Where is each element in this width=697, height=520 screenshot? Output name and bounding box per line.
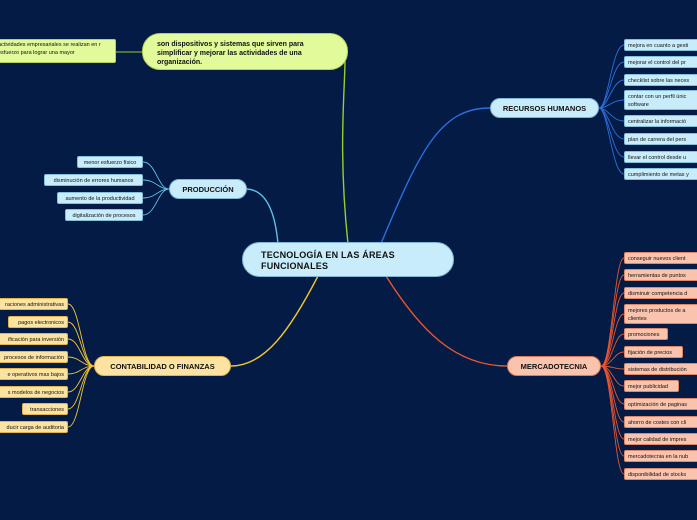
central-topic-label: TECNOLOGÍA EN LAS ÁREAS FUNCIONALES: [261, 250, 395, 271]
link-central-intro: [341, 59, 349, 245]
hr-child-links: [598, 44, 625, 175]
link-central-merc: [385, 275, 508, 367]
hr-item[interactable]: mejorar el control del pr: [624, 56, 697, 68]
cont-item-label: s modelos de negocios: [7, 390, 64, 396]
hr-item-label: mejora en cuanto a gesti: [628, 43, 689, 49]
hr-item[interactable]: plan de carrera del pers: [624, 133, 697, 145]
link-central-prod: [246, 188, 279, 245]
merc-item-label: optimización de paginas: [628, 402, 688, 408]
link-central-cont: [230, 275, 319, 367]
branch-contabilidad-label: CONTABILIDAD O FINANZAS: [110, 362, 215, 371]
central-topic[interactable]: TECNOLOGÍA EN LAS ÁREAS FUNCIONALES: [242, 242, 454, 277]
merc-item[interactable]: mejor publicidad: [624, 380, 679, 392]
hr-item[interactable]: mejora en cuanto a gesti: [624, 39, 697, 51]
prod-item-label: disminución de errores humanos: [53, 178, 134, 184]
hr-item[interactable]: cumplimiento de metas y: [624, 168, 697, 180]
prod-item-label: digitalización de procesos: [72, 213, 136, 219]
prod-item-label: aumento de la productividad: [65, 196, 135, 202]
hr-item-label: checklist sobre las neces: [628, 78, 690, 84]
merc-item[interactable]: sistemas de distribución: [624, 363, 697, 375]
intro-topic[interactable]: son dispositivos y sistemas que sirven p…: [142, 33, 348, 70]
merc-item-label: mercadotecnia en la nub: [628, 454, 689, 460]
cont-item-label: pagos electronicos: [18, 320, 64, 326]
merc-item[interactable]: optimización de paginas: [624, 398, 697, 410]
merc-item-label: promociones: [628, 332, 660, 338]
prod-child-links: [142, 161, 170, 216]
merc-item-label: sistemas de distribución: [628, 367, 687, 373]
cont-item-label: ducir carga de auditoria: [6, 425, 64, 431]
merc-item-label: herramientas de puntos: [628, 273, 686, 279]
merc-item[interactable]: fijación de precios: [624, 346, 683, 358]
cont-item-label: ificación para inversión: [8, 337, 64, 343]
branch-mercadotecnia[interactable]: MERCADOTECNIA: [507, 356, 601, 376]
hr-item[interactable]: checklist sobre las neces: [624, 74, 697, 86]
hr-item-label: contar con un perfil únic software: [628, 94, 687, 108]
cont-item-label: transacciones: [30, 407, 64, 413]
cont-item[interactable]: transacciones: [22, 403, 68, 415]
cont-item-label: e operativos mas bajos: [7, 372, 64, 378]
prod-item[interactable]: menor esfuerzo físico: [77, 156, 143, 168]
branch-mercadotecnia-label: MERCADOTECNIA: [520, 362, 588, 371]
cont-item[interactable]: ificación para inversión: [0, 333, 68, 345]
intro-child-node[interactable]: actividades empresariales se realizan en…: [0, 39, 116, 63]
merc-item-label: disponibilidad de stocks: [628, 472, 687, 478]
hr-item-label: llevar el control desde u: [628, 155, 687, 161]
prod-item[interactable]: digitalización de procesos: [65, 209, 143, 221]
hr-item-label: cumplimiento de metas y: [628, 172, 689, 178]
merc-item[interactable]: disminuir competencia d: [624, 287, 697, 299]
prod-item[interactable]: aumento de la productividad: [57, 192, 143, 204]
cont-item[interactable]: s modelos de negocios: [0, 386, 68, 398]
cont-item[interactable]: ducir carga de auditoria: [0, 421, 68, 433]
hr-item[interactable]: centralizar la informació: [624, 115, 697, 127]
link-central-hr: [379, 107, 491, 247]
merc-item[interactable]: mejores productos de a clientes: [624, 304, 697, 324]
intro-topic-label: son dispositivos y sistemas que sirven p…: [157, 41, 304, 66]
cont-item[interactable]: pagos electronicos: [8, 316, 68, 328]
branch-contabilidad[interactable]: CONTABILIDAD O FINANZAS: [94, 356, 231, 376]
merc-item[interactable]: conseguir nuevos client: [624, 252, 697, 264]
prod-item-label: menor esfuerzo físico: [83, 160, 137, 166]
cont-item-label: raciones administrativas: [5, 302, 64, 308]
merc-item-label: mejores productos de a clientes: [628, 308, 686, 322]
hr-item-label: plan de carrera del pers: [628, 137, 687, 143]
merc-item[interactable]: mejor calidad de impres: [624, 433, 697, 445]
merc-item-label: mejor publicidad: [628, 384, 669, 390]
merc-item-label: ahorro de costes con cli: [628, 420, 687, 426]
prod-item[interactable]: disminución de errores humanos: [44, 174, 143, 186]
branch-recursos-humanos[interactable]: RECURSOS HUMANOS: [490, 98, 599, 118]
merc-item[interactable]: mercadotecnia en la nub: [624, 450, 697, 462]
merc-item[interactable]: disponibilidad de stocks: [624, 468, 697, 480]
merc-item[interactable]: ahorro de costes con cli: [624, 416, 697, 428]
merc-item-label: mejor calidad de impres: [628, 437, 687, 443]
cont-child-links: [67, 303, 95, 428]
merc-item-label: fijación de precios: [628, 350, 673, 356]
cont-item[interactable]: procesos de información: [0, 351, 68, 363]
cont-item-label: procesos de información: [4, 355, 64, 361]
merc-child-links: [600, 257, 625, 475]
hr-item-label: mejorar el control del pr: [628, 60, 686, 66]
intro-child-label: actividades empresariales se realizan en…: [0, 42, 101, 56]
hr-item[interactable]: contar con un perfil únic software: [624, 90, 697, 110]
cont-item[interactable]: e operativos mas bajos: [0, 368, 68, 380]
branch-produccion[interactable]: PRODUCCIÓN: [169, 179, 247, 199]
hr-item-label: centralizar la informació: [628, 119, 687, 125]
merc-item[interactable]: promociones: [624, 328, 668, 340]
hr-item[interactable]: llevar el control desde u: [624, 151, 697, 163]
cont-item[interactable]: raciones administrativas: [0, 298, 68, 310]
merc-item[interactable]: herramientas de puntos: [624, 269, 697, 281]
merc-item-label: conseguir nuevos client: [628, 256, 686, 262]
merc-item-label: disminuir competencia d: [628, 291, 688, 297]
branch-recursos-humanos-label: RECURSOS HUMANOS: [502, 104, 587, 113]
branch-produccion-label: PRODUCCIÓN: [182, 185, 234, 194]
